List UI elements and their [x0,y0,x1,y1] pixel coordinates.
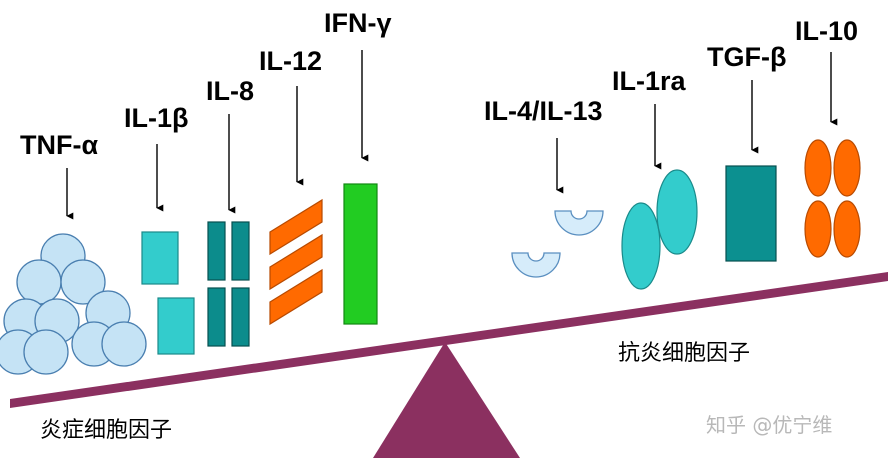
il-10-shapes [804,139,861,258]
label-ifn-gamma: IFN-γ [324,8,392,38]
anti-inflammatory-title: 抗炎细胞因子 [618,341,750,366]
il-1beta-square [157,297,195,355]
il-4-il-13-shapes [511,210,604,278]
il-1ra-shapes [621,169,698,290]
il-8-bar [231,287,250,347]
label-il-8: IL-8 [206,76,254,106]
il-8-bar [231,221,250,281]
il-10-ellipse [833,139,861,197]
tnf-alpha-shapes [0,233,147,375]
watermark: 知乎 @优宁维 [706,413,832,437]
label-il-1beta: IL-1β [124,103,188,133]
il-1beta-square [141,231,179,285]
il-12-parallelogram [269,233,323,291]
tnf-circle [16,259,62,305]
il-1ra-ellipse [621,202,661,290]
label-tgf-beta: TGF-β [707,42,786,72]
label-il-10: IL-10 [795,16,858,46]
pro-inflammatory-title: 炎症细胞因子 [40,418,172,443]
il-12-shapes [269,198,323,326]
label-il-12: IL-12 [259,46,322,76]
tnf-circle [23,329,69,375]
ifn-gamma-rect [343,183,378,325]
tgf-beta-rect [725,165,777,262]
il-12-parallelogram [269,268,323,326]
tnf-circle [101,321,147,367]
il-12-parallelogram [269,198,323,256]
il-1beta-shapes [141,231,195,355]
label-il-1ra: IL-1ra [612,66,687,96]
il-8-bar [207,221,226,281]
label-tnf-alpha: TNF-α [20,130,98,160]
il-10-ellipse [804,139,832,197]
il-8-bar [207,287,226,347]
il-1ra-ellipse [656,169,698,255]
il-13-u-shape [554,210,604,236]
balance-fulcrum [373,342,520,458]
il-8-shapes [207,221,250,347]
label-il-4-il-13: IL-4/IL-13 [484,96,603,126]
il-4-u-shape [511,252,561,278]
il-10-ellipse [804,200,832,258]
il-10-ellipse [833,200,861,258]
tnf-circle [60,259,106,305]
balance-beam [10,272,888,408]
